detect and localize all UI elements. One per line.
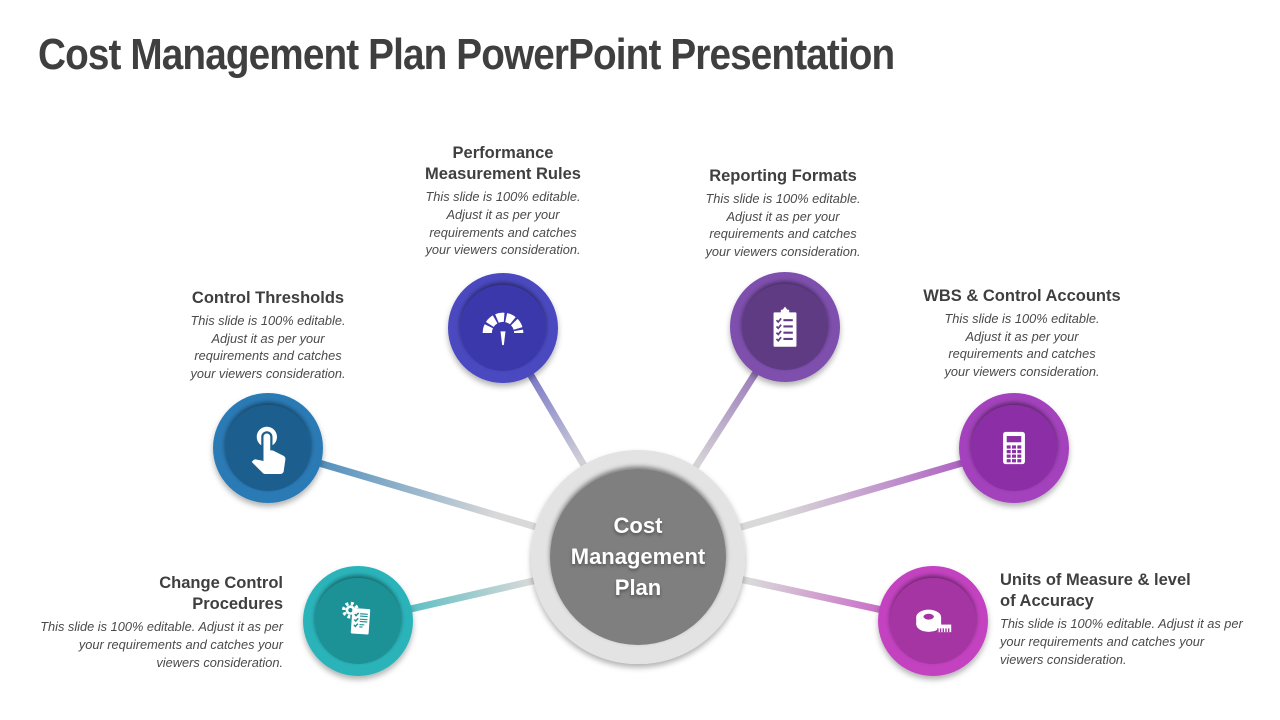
node-text-performance-measurement-rules: Performance Measurement Rules This slide… [393,143,613,259]
node-circle-wbs-control-accounts [959,393,1069,503]
node-text-units-of-measure: Units of Measure & level of Accuracy Thi… [1000,570,1265,668]
node-circle-change-control-procedures [303,566,413,676]
tape-measure-icon [916,609,952,633]
node-title: Change Control Procedures [159,574,283,614]
node-desc: This slide is 100% editable. Adjust it a… [1000,616,1243,667]
node-text-change-control-procedures: Change Control Procedures This slide is … [18,573,283,671]
node-title: Reporting Formats [709,167,857,185]
node-desc: This slide is 100% editable. Adjust it a… [40,619,283,670]
node-text-control-thresholds: Control Thresholds This slide is 100% ed… [158,288,378,383]
node-desc: This slide is 100% editable. Adjust it a… [944,311,1100,380]
node-text-reporting-formats: Reporting Formats This slide is 100% edi… [673,166,893,261]
clipboard-icon [773,306,797,347]
center-label: Cost Management Plan [570,512,706,600]
node-desc: This slide is 100% editable. Adjust it a… [190,313,346,382]
node-circle-performance-measurement-rules [448,273,558,383]
node-text-wbs-control-accounts: WBS & Control Accounts This slide is 100… [902,286,1142,381]
node-desc: This slide is 100% editable. Adjust it a… [425,189,581,258]
node-title: Control Thresholds [191,289,345,307]
page-title: Cost Management Plan PowerPoint Presenta… [38,30,895,79]
node-circle-units-of-measure [878,566,988,676]
calculator-icon [1003,431,1025,465]
touch-icon [251,426,286,474]
node-desc: This slide is 100% editable. Adjust it a… [705,191,861,260]
document-gear-icon [341,601,371,635]
gauge-icon [482,312,524,346]
node-title: Performance Measurement Rules [425,144,581,184]
node-circle-control-thresholds [213,393,323,503]
center-circle [531,450,745,664]
node-circle-reporting-formats [730,272,840,382]
node-title: WBS & Control Accounts [923,287,1121,305]
node-title: Units of Measure & level of Accuracy [1000,571,1191,611]
